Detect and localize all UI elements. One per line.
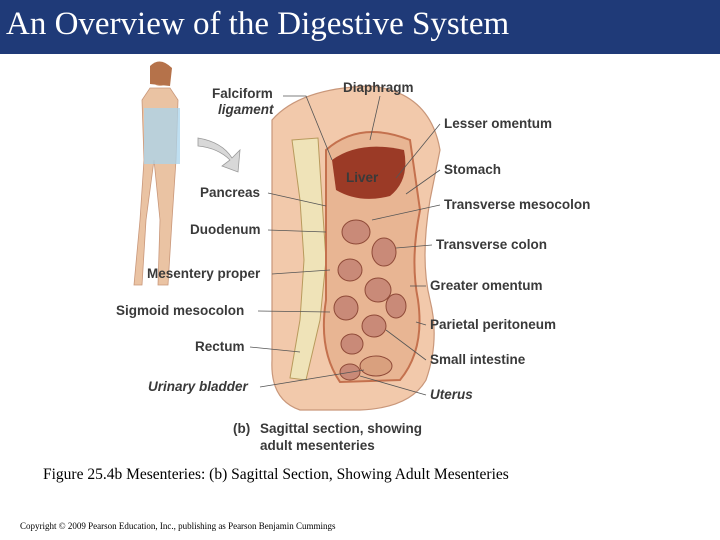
label-stomach: Stomach <box>444 162 501 177</box>
liver-label: Liver <box>346 170 379 185</box>
label-greater-omentum: Greater omentum <box>430 278 543 293</box>
pointer-arrow <box>197 137 241 173</box>
label-mesentery-proper: Mesentery proper <box>147 266 261 281</box>
figure-caption: Figure 25.4b Mesenteries: (b) Sagittal S… <box>43 466 509 483</box>
label-falciform-ligament-line1: Falciform <box>212 86 273 101</box>
mesenteries-figure: Liver Falciform ligament Pancreas Duoden… <box>116 61 590 453</box>
sagittal-section <box>271 85 441 411</box>
label-rectum: Rectum <box>195 339 245 354</box>
reference-body-figure <box>133 61 180 286</box>
label-diaphragm: Diaphragm <box>343 80 414 95</box>
panel-letter: (b) <box>233 421 250 436</box>
label-urinary-bladder: Urinary bladder <box>148 379 249 394</box>
label-lesser-omentum: Lesser omentum <box>444 116 552 131</box>
label-transverse-mesocolon: Transverse mesocolon <box>444 197 590 212</box>
panel-caption-line1: Sagittal section, showing <box>260 421 422 436</box>
section-plane-indicator <box>144 108 180 164</box>
panel-caption-line2: adult mesenteries <box>260 438 375 453</box>
label-parietal-peritoneum: Parietal peritoneum <box>430 317 556 332</box>
label-duodenum: Duodenum <box>190 222 261 237</box>
spine <box>289 137 327 381</box>
label-uterus: Uterus <box>430 387 473 402</box>
label-transverse-colon: Transverse colon <box>436 237 547 252</box>
label-pancreas: Pancreas <box>200 185 260 200</box>
label-sigmoid-mesocolon: Sigmoid mesocolon <box>116 303 244 318</box>
label-small-intestine: Small intestine <box>430 352 526 367</box>
slide-title: An Overview of the Digestive System <box>6 6 510 42</box>
liver <box>332 146 406 199</box>
title-bar: An Overview of the Digestive System <box>0 0 720 54</box>
copyright-notice: Copyright © 2009 Pearson Education, Inc.… <box>20 521 336 531</box>
label-falciform-ligament-line2: ligament <box>218 102 274 117</box>
